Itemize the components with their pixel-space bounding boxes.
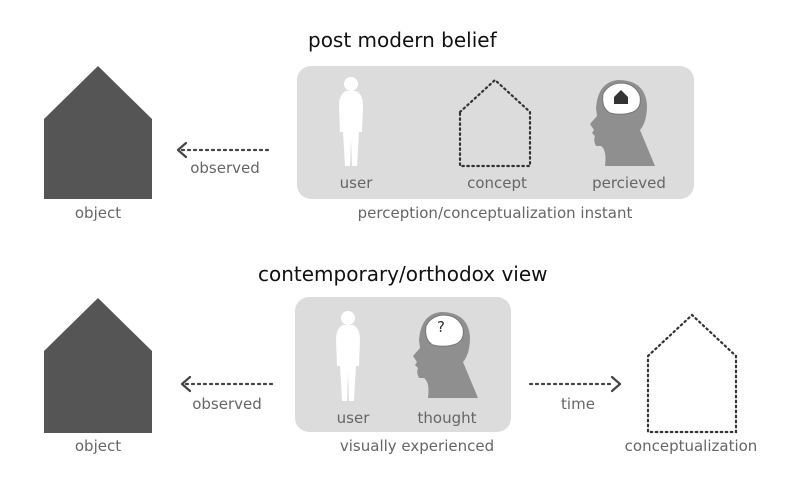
head-with-house-icon: [590, 80, 655, 166]
conceptualization-label: conceptualization: [624, 437, 758, 455]
observed-label: observed: [192, 395, 262, 413]
user-label: user: [336, 409, 370, 427]
object-label: object: [74, 204, 122, 222]
section1-caption: perception/conceptualization instant: [357, 204, 633, 222]
person-icon: [336, 311, 360, 401]
object-house-icon: [44, 298, 152, 433]
observed-label: observed: [190, 159, 260, 177]
dotted-house-icon: [458, 78, 532, 168]
thought-label: thought: [417, 409, 477, 427]
question-mark: ?: [437, 318, 445, 336]
time-arrow-icon: [528, 375, 622, 393]
person-icon: [339, 77, 363, 166]
time-label: time: [561, 395, 595, 413]
section2-title: contemporary/orthodox view: [258, 262, 548, 286]
object-label: object: [74, 437, 122, 455]
section2-caption: visually experienced: [339, 437, 495, 455]
head-with-question-icon: [413, 312, 478, 398]
dotted-house-icon: [646, 313, 738, 434]
concept-label: concept: [467, 174, 527, 192]
user-label: user: [339, 174, 373, 192]
section2-panel: [295, 297, 511, 432]
section1-title: post modern belief: [308, 28, 497, 52]
object-house-icon: [44, 66, 152, 199]
observed-arrow-icon: [176, 141, 270, 159]
observed-arrow-icon: [180, 375, 274, 393]
percieved-label: percieved: [592, 174, 666, 192]
